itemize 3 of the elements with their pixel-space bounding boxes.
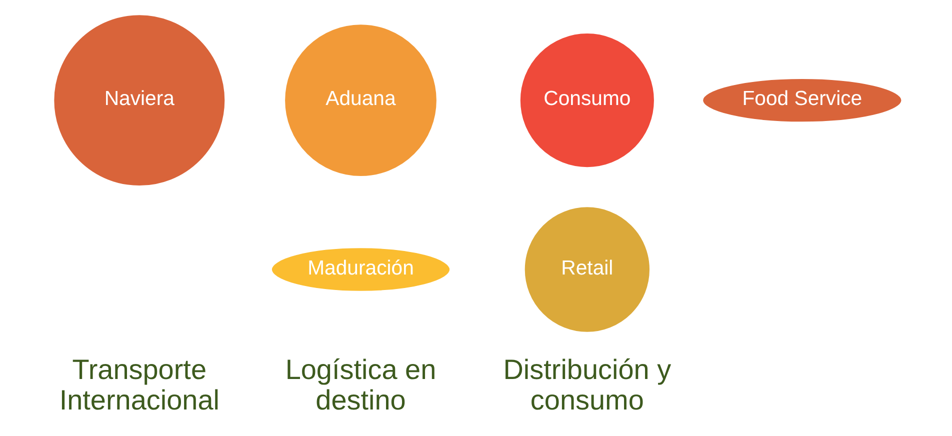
label: Distribución y consumo (503, 354, 672, 416)
label: Transporte Internacional (59, 354, 220, 416)
label: Logística en destino (285, 354, 436, 416)
